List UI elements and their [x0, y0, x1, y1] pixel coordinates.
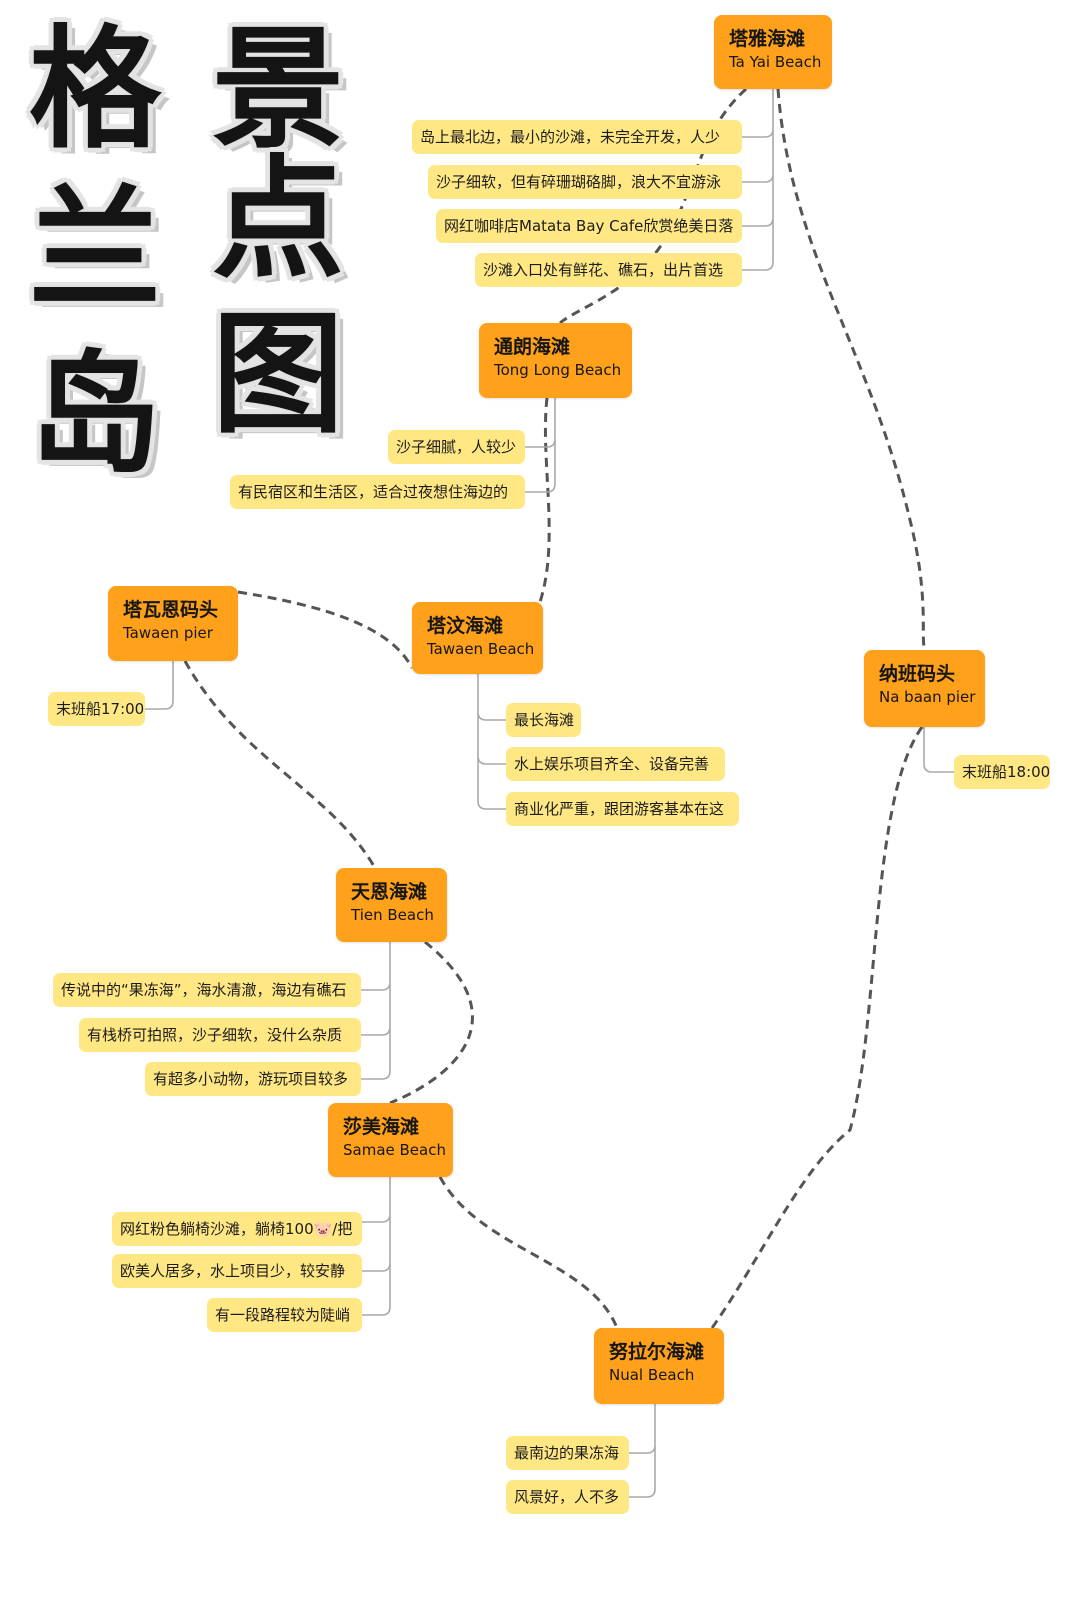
node-tien-beach[interactable]: 天恩海滩 Tien Beach: [336, 868, 447, 942]
branch-nual: [629, 1404, 656, 1498]
node-tawaen-pier-cn: 塔瓦恩码头: [123, 599, 219, 621]
node-nual-beach-en: Nual Beach: [609, 1366, 695, 1384]
node-ta-yai-beach-cn: 塔雅海滩: [729, 28, 806, 50]
node-samae-beach-en: Samae Beach: [343, 1141, 446, 1159]
note-samae-1: 网红粉色躺椅沙滩，躺椅100🐷/把: [112, 1212, 362, 1246]
route-tong-long-to-tawaen-beach: [538, 397, 551, 603]
note-tong-long-2: 有民宿区和生活区，适合过夜想住海边的: [230, 475, 525, 509]
title-char-5: 点: [212, 142, 344, 297]
branch-tawaen-beach: [477, 674, 506, 810]
note-nual-1: 最南边的果冻海: [506, 1436, 629, 1470]
note-na-baan-pier-1: 末班船18:00: [954, 755, 1050, 789]
node-tong-long-beach-cn: 通朗海滩: [494, 336, 571, 358]
note-ta-yai-2: 沙子细软，但有碎珊瑚硌脚，浪大不宜游泳: [428, 165, 742, 199]
branch-na-baan: [923, 727, 954, 773]
note-tawaen-pier-1: 末班船17:00: [48, 692, 145, 726]
note-nual-2: 风景好，人不多: [506, 1480, 629, 1514]
node-tawaen-beach[interactable]: 塔汶海滩 Tawaen Beach: [412, 602, 543, 674]
note-tawaen-beach-2: 水上娱乐项目齐全、设备完善: [506, 747, 725, 781]
node-samae-beach[interactable]: 莎美海滩 Samae Beach: [328, 1103, 453, 1177]
node-na-baan-pier[interactable]: 纳班码头 Na baan pier: [864, 650, 985, 727]
note-ta-yai-3: 网红咖啡店Matata Bay Cafe欣赏绝美日落: [436, 209, 742, 243]
branch-tien: [361, 942, 391, 1080]
route-samae-to-nual: [438, 1176, 619, 1329]
note-tien-1: 传说中的“果冻海”，海水清澈，海边有礁石: [53, 973, 361, 1007]
note-tien-2: 有栈桥可拍照，沙子细软，没什么杂质: [79, 1018, 361, 1052]
node-nual-beach[interactable]: 努拉尔海滩 Nual Beach: [594, 1328, 724, 1404]
route-tawaen-pier-to-tien: [183, 660, 377, 869]
branch-lines: [145, 89, 954, 1498]
node-tawaen-pier[interactable]: 塔瓦恩码头 Tawaen pier: [108, 586, 238, 661]
route-paths: [183, 87, 927, 1329]
node-samae-beach-cn: 莎美海滩: [343, 1116, 420, 1138]
node-tien-beach-cn: 天恩海滩: [351, 881, 428, 903]
node-na-baan-pier-cn: 纳班码头: [879, 663, 956, 685]
title-char-4: 景: [212, 12, 344, 167]
route-ta-yai-to-na-baan: [776, 88, 927, 651]
title-char-2: 兰: [29, 172, 161, 327]
note-tawaen-beach-3: 商业化严重，跟团游客基本在这: [506, 792, 739, 826]
node-tawaen-beach-cn: 塔汶海滩: [427, 615, 504, 637]
title-char-3: 岛: [29, 337, 161, 492]
note-ta-yai-4: 沙滩入口处有鲜花、礁石，出片首选: [475, 253, 742, 287]
route-tawaen-pier-to-tawaen-beach: [237, 590, 414, 669]
note-samae-2: 欧美人居多，水上项目少，较安静: [112, 1254, 362, 1288]
branch-ta-yai: [742, 89, 774, 271]
node-ta-yai-beach[interactable]: 塔雅海滩 Ta Yai Beach: [714, 15, 832, 89]
note-tawaen-beach-1: 最长海滩: [506, 703, 581, 737]
node-tien-beach-en: Tien Beach: [351, 906, 434, 924]
route-tien-to-samae: [389, 940, 474, 1105]
node-na-baan-pier-en: Na baan pier: [879, 688, 976, 706]
node-tawaen-beach-en: Tawaen Beach: [427, 640, 535, 658]
note-ta-yai-1: 岛上最北边，最小的沙滩，未完全开发，人少: [412, 120, 742, 154]
title-char-6: 图: [212, 297, 344, 452]
route-ta-yai-to-tong-long: [559, 87, 748, 325]
node-tawaen-pier-en: Tawaen pier: [123, 624, 213, 642]
node-ta-yai-beach-en: Ta Yai Beach: [729, 53, 822, 71]
note-tong-long-1: 沙子细腻，人较少: [388, 430, 525, 464]
branch-samae: [362, 1177, 391, 1316]
title-char-1: 格: [29, 12, 161, 167]
note-tien-3: 有超多小动物，游玩项目较多: [145, 1062, 361, 1096]
route-na-baan-to-nual: [710, 726, 924, 1329]
note-samae-3: 有一段路程较为陡峭: [207, 1298, 362, 1332]
node-tong-long-beach[interactable]: 通朗海滩 Tong Long Beach: [479, 323, 632, 398]
branch-tong-long: [525, 398, 556, 493]
node-tong-long-beach-en: Tong Long Beach: [494, 361, 622, 379]
node-nual-beach-cn: 努拉尔海滩: [609, 1341, 705, 1363]
branch-tawaen-pier: [145, 661, 174, 710]
